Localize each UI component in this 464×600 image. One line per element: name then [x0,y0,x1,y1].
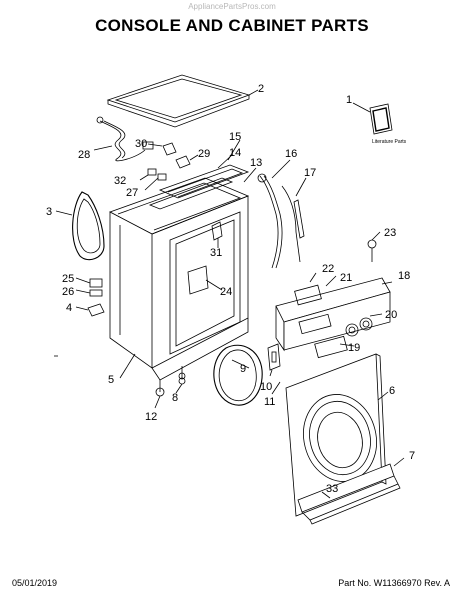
callout-17: 17 [304,167,316,179]
top-clips-drawing [139,154,199,191]
callout-9: 9 [240,363,246,375]
cabinet-drawing [109,177,250,397]
callout-10: 10 [260,381,272,393]
callout-33: 33 [326,483,338,495]
callout-26: 26 [62,286,74,298]
callout-18: 18 [398,270,410,282]
callout-16: 16 [285,148,297,160]
callout-13: 13 [250,157,262,169]
callout-25: 25 [62,273,74,285]
callout-15: 15 [229,131,241,143]
callout-20: 20 [385,309,397,321]
gasket-strap-drawing [55,191,105,261]
callout-27: 27 [126,187,138,199]
inner-bracket-drawing [187,221,223,295]
console-panel-drawing [275,231,393,359]
wire-harness-drawing [257,159,307,269]
callout-4: 4 [66,302,72,314]
callout-31: 31 [210,247,222,259]
watermark: AppliancePartsPros.com [188,2,276,11]
callout-14: 14 [229,147,241,159]
callout-24: 24 [220,286,232,298]
callout-5: 5 [108,374,114,386]
leveling-legs-drawing [154,366,186,409]
callout-23: 23 [384,227,396,239]
callout-11: 11 [264,396,275,408]
toe-kick-drawing [297,457,405,525]
callout-7: 7 [409,450,415,462]
callout-8: 8 [172,392,178,404]
callout-19: 19 [348,342,360,354]
callout-22: 22 [322,263,334,275]
callout-1: 1 [346,94,352,106]
left-small-parts-drawing [75,277,105,317]
page-title: CONSOLE AND CABINET PARTS [95,16,369,35]
door-lock-drawing [267,343,281,395]
footer-part-number: Part No. W11366970 Rev. A [338,578,450,588]
power-cord-drawing [93,116,177,162]
callout-3: 3 [46,206,52,218]
callout-29: 29 [198,148,210,160]
callouts: 1 2 3 4 5 6 7 8 9 10 11 12 13 14 15 16 1… [46,83,415,495]
tub-ring-drawing [213,344,263,406]
callout-30: 30 [135,138,147,150]
callout-6: 6 [389,385,395,397]
top-frame-drawing [148,139,257,210]
callout-21: 21 [340,272,352,284]
footer-date: 05/01/2019 [12,578,58,588]
callout-2: 2 [258,83,264,95]
callout-28: 28 [78,149,90,161]
literature-parts-label: Literature Parts [372,139,407,145]
callout-32: 32 [114,175,126,187]
callout-12: 12 [145,411,157,423]
front-panel-drawing [285,353,389,517]
top-panel-drawing [106,74,259,128]
literature-parts-drawing [352,102,393,135]
